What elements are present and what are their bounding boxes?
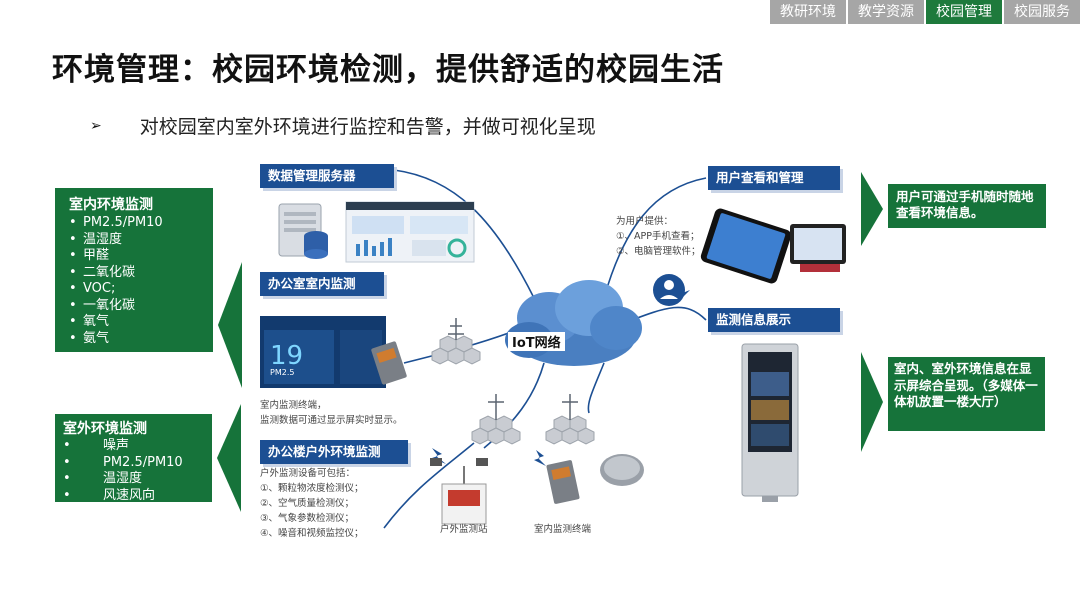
antenna-icon <box>448 318 464 340</box>
indoor-monitoring-box: 室内环境监测 PM2.5/PM10 温湿度 甲醛 二氧化碳 VOC; 一氧化碳 … <box>55 188 213 352</box>
tab-teaching-resources[interactable]: 教学资源 <box>848 0 924 24</box>
diagram-graphics <box>260 169 846 529</box>
list-item: 温湿度 <box>69 232 213 249</box>
outdoor-terminal-icon <box>546 460 580 504</box>
dashboard-screenshot <box>345 201 475 263</box>
tab-campus-services[interactable]: 校园服务 <box>1004 0 1080 24</box>
indoor-terminal-desc: 室内监测终端， 监测数据可通过显示屏实时显示。 <box>260 400 403 426</box>
bullet-arrow-icon: ➢ <box>90 117 102 134</box>
tab-teaching-research[interactable]: 教研环境 <box>770 0 846 24</box>
phone-tablet-icon <box>700 208 846 284</box>
cloud-icon <box>505 280 642 366</box>
list-item: PM2.5/PM10 <box>63 455 212 472</box>
user-header: 用户查看和管理 <box>708 166 840 190</box>
indoor-terminal-icon <box>371 341 407 385</box>
subtitle-text: 对校园室内室外环境进行监控和告警，并做可视化呈现 <box>139 116 596 138</box>
antenna-icon-2 <box>488 394 578 420</box>
outdoor-station-icon <box>430 458 488 525</box>
indoor-items-list: PM2.5/PM10 温湿度 甲醛 二氧化碳 VOC; 一氧化碳 氧气 氨气 <box>69 215 213 347</box>
subtitle: ➢ 对校园室内室外环境进行监控和告警，并做可视化呈现 <box>90 112 596 139</box>
hex-cluster-icon-2 <box>471 415 595 445</box>
tab-campus-management[interactable]: 校园管理 <box>926 0 1002 24</box>
outdoor-devices-list: 户外监测设备可包括： ①、颗粒物浓度检测仪； ②、空气质量检测仪； ③、气象参数… <box>260 468 364 539</box>
server-header: 数据管理服务器 <box>260 164 394 188</box>
office-indoor-header: 办公室室内监测 <box>260 272 384 296</box>
display-info-box: 室内、室外环境信息在显示屏综合呈现。（多媒体一体机放置一楼大厅） <box>888 357 1045 431</box>
user-provide-text: 为用户提供： ①、APP手机查看； ②、电脑管理软件； <box>616 216 701 257</box>
outdoor-station-label: 户外监测站 <box>440 524 488 535</box>
outdoor-monitoring-box: 室外环境监测 噪声 PM2.5/PM10 温湿度 风速风向 <box>55 414 212 504</box>
list-item: 风速风向 <box>63 488 212 505</box>
list-item: PM2.5/PM10 <box>69 215 213 232</box>
user-support-icon <box>653 274 685 306</box>
user-chevron-icon <box>861 172 883 246</box>
display-chevron-icon <box>861 352 883 452</box>
indoor-terminal-label: 室内监测终端 <box>534 524 592 535</box>
page-title: 环境管理：校园环境检测，提供舒适的校园生活 <box>52 52 724 88</box>
iot-network-label: IoT网络 <box>508 332 565 351</box>
iot-network-diagram: 数据管理服务器 办公室室内监测 办公楼户外环境监测 用户查看和管理 监测信息展示… <box>244 158 846 552</box>
outdoor-chevron-icon <box>217 404 241 512</box>
kiosk-display-icon <box>741 343 799 502</box>
list-item: 氨气 <box>69 331 213 348</box>
list-item: 二氧化碳 <box>69 265 213 282</box>
indoor-panel-unit: PM2.5 <box>270 368 295 377</box>
indoor-display-panel <box>260 316 386 388</box>
outdoor-items-list: 噪声 PM2.5/PM10 温湿度 风速风向 <box>63 438 212 504</box>
outdoor-header: 办公楼户外环境监测 <box>260 440 408 464</box>
list-item: 甲醛 <box>69 248 213 265</box>
indoor-chevron-icon <box>218 262 242 388</box>
user-access-box: 用户可通过手机随时随地查看环境信息。 <box>888 184 1046 228</box>
list-item: 温湿度 <box>63 471 212 488</box>
list-item: 噪声 <box>63 438 212 455</box>
display-header: 监测信息展示 <box>708 308 840 332</box>
top-nav: 教研环境 教学资源 校园管理 校园服务 <box>768 0 1080 24</box>
outdoor-box-title: 室外环境监测 <box>63 421 147 437</box>
indoor-panel-reading: 19 <box>270 341 304 371</box>
hex-cluster-icon <box>431 335 481 365</box>
indoor-box-title: 室内环境监测 <box>69 197 153 213</box>
list-item: VOC; <box>69 281 213 298</box>
list-item: 氧气 <box>69 314 213 331</box>
list-item: 一氧化碳 <box>69 298 213 315</box>
satellite-dish-icon <box>600 454 644 486</box>
server-icon <box>278 203 328 259</box>
